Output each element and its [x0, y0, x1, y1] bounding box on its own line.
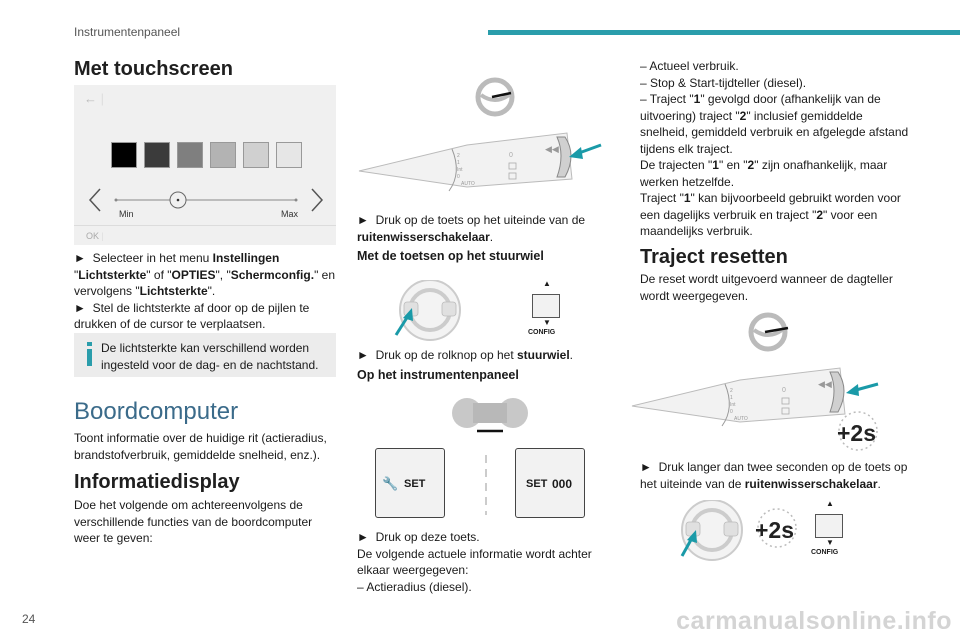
up-arrow-icon: ▲ [543, 279, 551, 288]
down-arrow-icon: ▼ [543, 318, 551, 327]
list-item: – Actueel verbruik. [640, 59, 739, 73]
set-display-value: 000 [552, 477, 573, 491]
heading-touchscreen: Met touchscreen [74, 58, 233, 80]
steering-wheel-controls-illustration [394, 280, 461, 341]
svg-text:0: 0 [457, 174, 460, 180]
slider-min-label: Min [119, 209, 134, 219]
instruction-step-1: ► Selecteer in het menu Instellingen "Li… [74, 251, 336, 298]
step-long-press-wiper: ► Druk langer dan twee seconden op de to… [640, 460, 908, 491]
watermark: carmanualsonline.info [676, 607, 952, 635]
example-text: Traject "1" kan bijvoorbeeld gebruikt wo… [640, 191, 901, 238]
set-display-label: SET [526, 478, 548, 490]
brightness-swatch-3[interactable] [177, 142, 203, 168]
wiper-stalk-illustration: 2 1 Int 0 AUTO 0 ◀◀ [358, 77, 602, 192]
svg-text:0: 0 [730, 409, 733, 415]
info-list: – Actueel verbruik. – Stop & Start-tijdt… [640, 58, 912, 240]
divider-dashed [485, 455, 487, 515]
config-button[interactable]: ▲ ▼ CONFIG [528, 279, 566, 340]
chevron-right-icon [311, 188, 324, 212]
step-press-wiper-button: ► Druk op de toets op het uiteinde van d… [357, 213, 586, 244]
set-display-screen: SET 000 [515, 448, 585, 518]
svg-text:2: 2 [730, 388, 733, 394]
brightness-swatch-6[interactable] [276, 142, 302, 168]
svg-text:0: 0 [509, 152, 513, 159]
svg-text:Int: Int [730, 402, 736, 408]
up-arrow-icon: ▲ [826, 499, 834, 508]
wiper-stalk-reset-illustration: 2 1 Int 0 AUTO 0 ◀◀ +2s [631, 312, 879, 451]
svg-text:AUTO: AUTO [461, 181, 475, 187]
page-number: 24 [22, 612, 36, 626]
brightness-swatch-1[interactable] [111, 142, 137, 168]
heading-informatiedisplay: Informatiedisplay [74, 471, 240, 493]
svg-text:◀◀: ◀◀ [545, 145, 559, 155]
brightness-swatch-2[interactable] [144, 142, 170, 168]
back-arrow-icon[interactable]: ← | [84, 91, 105, 106]
hold-2s-badge-2: +2s [755, 508, 797, 548]
heading-stuurwiel: Met de toetsen op het stuurwiel [357, 249, 544, 263]
brightness-swatch-4[interactable] [210, 142, 236, 168]
trips-text: De trajecten "1" en "2" zijn onafhankeli… [640, 158, 888, 189]
pointer-arrow-icon [846, 382, 879, 396]
steering-wheel-icon [475, 77, 515, 117]
svg-text:1: 1 [457, 160, 460, 166]
slider-max-label: Max [281, 209, 299, 219]
instructions-brightness: ► Selecteer in het menu Instellingen "Li… [74, 250, 336, 333]
step-press-scroll-wheel: ► Druk op de rolknop op het stuurwiel. [357, 348, 574, 362]
pointer-arrow-icon [394, 308, 413, 336]
svg-text:◀◀: ◀◀ [818, 380, 832, 390]
brightness-swatch-5[interactable] [243, 142, 269, 168]
heading-boordcomputer: Boordcomputer [74, 398, 239, 425]
instruction-step-2: ► Stel de lichtsterkte af door op de pij… [74, 300, 310, 332]
svg-text:AUTO: AUTO [734, 416, 748, 422]
steering-wheel-icon [748, 312, 788, 352]
brightness-slider[interactable] [86, 185, 326, 215]
step-press-set-button: ► Druk op deze toets. De volgende actuel… [357, 530, 592, 594]
touchscreen-brightness-screen: ← | Min Max OK | [74, 85, 336, 245]
boordcomputer-text: Toont informatie over de huidige rit (ac… [74, 431, 327, 462]
instrument-cluster-icon [452, 398, 528, 433]
config-label: CONFIG [811, 549, 839, 556]
info-note-text: De lichtsterkte kan verschillend worden … [101, 341, 319, 372]
info-note: De lichtsterkte kan verschillend worden … [74, 333, 336, 377]
config-label: CONFIG [528, 329, 556, 336]
svg-text:+2s: +2s [755, 517, 794, 543]
ok-button[interactable]: OK | [86, 231, 104, 241]
heading-traject-resetten: Traject resetten [640, 246, 788, 268]
down-arrow-icon: ▼ [826, 538, 834, 547]
pointer-arrow-icon [569, 143, 602, 159]
svg-text:Int: Int [457, 167, 463, 173]
header-accent-bar [488, 30, 960, 35]
steering-wheel-controls-illustration [680, 500, 743, 561]
reset-text: De reset wordt uitgevoerd wanneer de dag… [640, 272, 893, 303]
set-button[interactable]: 🔧 SET [375, 448, 445, 518]
svg-text:2: 2 [457, 153, 460, 159]
chevron-left-icon [88, 188, 101, 212]
svg-text:1: 1 [730, 395, 733, 401]
svg-text:0: 0 [782, 387, 786, 394]
wrench-icon: 🔧 [382, 476, 399, 491]
informatiedisplay-text: Doe het volgende om achtereenvolgens de … [74, 498, 313, 545]
pointer-arrow-icon [680, 530, 697, 557]
list-item: – Stop & Start-tijdteller (diesel). [640, 75, 807, 90]
header-title: Instrumentenpaneel [74, 25, 181, 39]
hold-2s-badge: +2s [837, 420, 876, 446]
heading-instrumentenpaneel: Op het instrumentenpaneel [357, 368, 519, 382]
info-icon [87, 342, 92, 366]
list-item: – Traject "1" gevolgd door (afhankelijk … [640, 92, 909, 156]
config-button[interactable]: ▲ ▼ CONFIG [811, 499, 849, 560]
set-label: SET [404, 478, 426, 490]
